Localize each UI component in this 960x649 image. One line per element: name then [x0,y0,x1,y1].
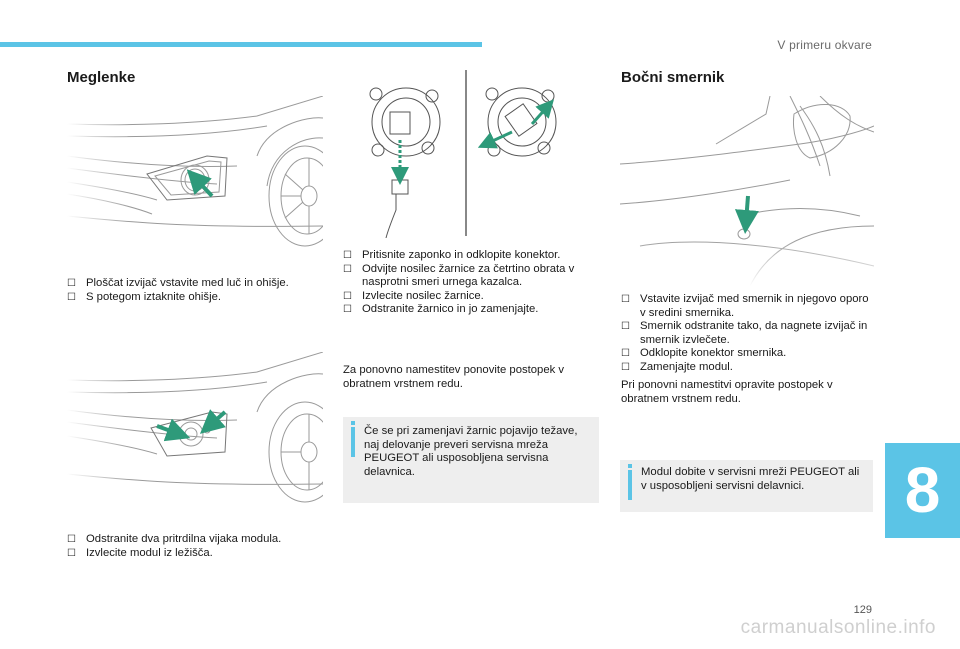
step-item: ☐Pritisnite zaponko in odklopite konekto… [343,249,561,261]
section-title-side-indicator: Bočni smernik [621,69,725,86]
reinstall-note-middle: Za ponovno namestitev ponovite postopek … [343,364,565,390]
checkbox-bullet-icon: ☐ [67,278,76,289]
info-icon [628,464,632,500]
step-item: ☐Odklopite konektor smernika. [621,347,787,359]
bulb-holder-illustration [362,70,570,238]
checkbox-bullet-icon: ☐ [621,361,630,373]
chapter-title: V primeru okvare [777,38,872,52]
step-item: ☐Izvlecite modul iz ležišča. [67,546,213,559]
step-item: ☐S potegom iztaknite ohišje. [67,290,222,303]
chapter-tab: 8 [885,443,960,538]
checkbox-bullet-icon: ☐ [67,291,76,303]
step-item: ☐Odstranite žarnico in jo zamenjajte. [343,303,539,315]
checkbox-bullet-icon: ☐ [343,290,352,302]
info-text: Če se pri zamenjavi žarnic pojavijo teža… [364,425,578,478]
header-accent-bar [0,42,482,47]
reinstall-note-right: Pri ponovni namestitvi opravite postopek… [621,379,833,405]
checkbox-bullet-icon: ☐ [343,263,352,275]
checkbox-bullet-icon: ☐ [343,304,352,315]
fog-lamp-bezel-illustration [67,96,323,252]
page-number: 129 [853,604,872,616]
step-item: ☐Izvlecite nosilec žarnice. [343,289,484,302]
info-text: Modul dobite v servisni mreži PEUGEOT al… [641,466,860,492]
checkbox-bullet-icon: ☐ [67,547,76,559]
step-item: ☐Smernik odstranite tako, da nagnete izv… [621,320,868,346]
step-item: ☐Odstranite dva pritrdilna vijaka modula… [67,533,282,545]
info-box-middle: Če se pri zamenjavi žarnic pojavijo teža… [343,417,599,503]
indicator-steps: ☐Vstavite izvijač med smernik in njegovo… [621,293,876,374]
section-title-fog-lamps: Meglenke [67,69,136,86]
fog-steps-b: ☐Odstranite dva pritrdilna vijaka modula… [67,533,325,560]
watermark: carmanualsonline.info [740,617,936,638]
info-box-right: Modul dobite v servisni mreži PEUGEOT al… [620,460,873,512]
checkbox-bullet-icon: ☐ [621,321,630,332]
checkbox-bullet-icon: ☐ [67,534,76,545]
step-item: ☐Vstavite izvijač med smernik in njegovo… [621,293,869,319]
bulb-steps: ☐Pritisnite zaponko in odklopite konekto… [343,249,598,317]
step-item: ☐Zamenjajte modul. [621,360,733,373]
info-icon [351,421,355,457]
step-item: ☐Ploščat izvijač vstavite med luč in ohi… [67,277,289,289]
fog-lamp-module-illustration [67,352,323,510]
step-item: ☐Odvijte nosilec žarnice za četrtino obr… [343,262,575,289]
fog-steps-a: ☐Ploščat izvijač vstavite med luč in ohi… [67,277,325,304]
checkbox-bullet-icon: ☐ [621,294,630,305]
checkbox-bullet-icon: ☐ [621,348,630,359]
checkbox-bullet-icon: ☐ [343,250,352,261]
side-indicator-illustration [620,96,874,286]
